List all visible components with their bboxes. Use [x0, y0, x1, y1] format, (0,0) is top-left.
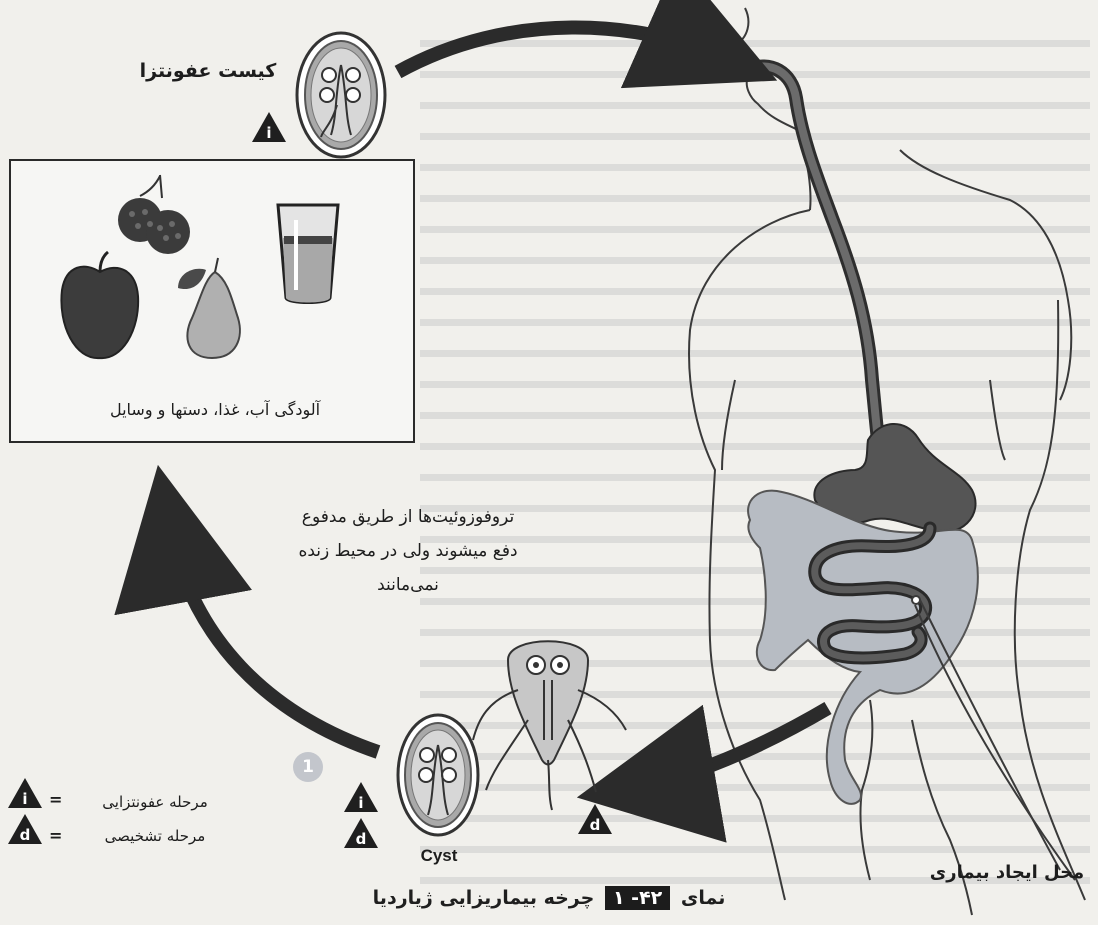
triangle-i-icon: i	[252, 112, 286, 142]
esophagus	[748, 66, 880, 455]
caption-prefix: نمای	[681, 887, 725, 909]
legend-diagnostic-stage: مرحله تشخیصی	[70, 827, 240, 845]
triangle-d-symbol: d	[590, 816, 601, 834]
caption-title: چرخه بیماریزایی ژیاردیا	[373, 887, 595, 909]
legend-triangle-d-icon: d	[8, 814, 42, 844]
contamination-label: آلودگی آب، غذا، دستها و وسایل	[60, 400, 370, 419]
infectious-cyst-label: کیست عفونتزا	[138, 60, 278, 82]
legend-i-symbol: i	[22, 790, 27, 808]
legend-d-symbol: d	[20, 826, 31, 844]
cyst-icon	[297, 33, 385, 157]
excretion-arrow	[632, 708, 828, 788]
disease-site-label: محل ایجاد بیماری	[920, 862, 1094, 883]
cyst-icon	[398, 715, 478, 835]
triangle-d-icon: d	[344, 818, 378, 848]
triangle-d-symbol: d	[356, 830, 367, 848]
figure-caption: نمای ۴۲- ۱ چرخه بیماریزایی ژیاردیا	[0, 886, 1098, 910]
triangle-i-symbol: i	[358, 794, 363, 812]
trophozoites-note-label: تروفوزوئیت‌ها از طریق مدفوع دفع میشوند و…	[268, 500, 548, 602]
triangle-i-symbol: i	[266, 124, 271, 142]
ingestion-arrow	[398, 27, 726, 72]
caption-figure-number: ۴۲- ۱	[605, 886, 670, 910]
water-glass-icon	[278, 205, 338, 303]
triangle-i-icon: i	[344, 782, 378, 812]
cyst-label: Cyst	[404, 846, 474, 866]
legend-equals-infective: =	[49, 790, 62, 809]
legend-equals-diagnostic: =	[49, 826, 62, 845]
triangle-d-icon: d	[578, 804, 612, 834]
legend-triangle-i-icon: i	[8, 778, 42, 808]
step-number-badge: 1	[293, 752, 323, 782]
trophozoite-icon	[473, 641, 626, 810]
legend-infective-stage: مرحله عفونتزایی	[70, 793, 240, 811]
